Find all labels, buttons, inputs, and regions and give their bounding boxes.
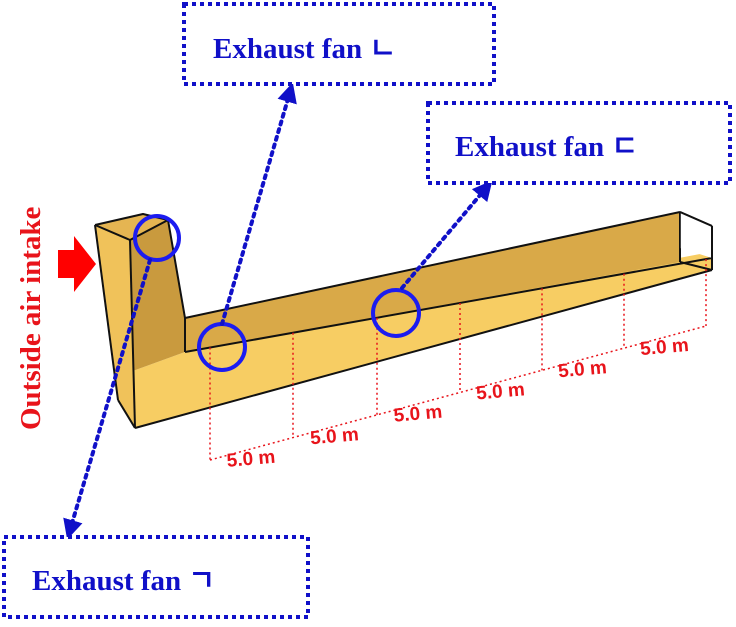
duct-front-face [130,254,712,428]
duct-structure [94,211,713,429]
leader-fan-bottom [63,258,152,540]
fan-marker-middle [371,288,421,338]
leader-fan-right [400,180,493,290]
duct-end-bottom-edge [679,261,713,271]
intake-arrow [58,236,96,292]
fan-label-top: Exhaust fan ㄴ [213,33,396,65]
fan-label-bottom-box: Exhaust fan ㄱ [2,535,310,619]
segment-label: 5.0 m [639,335,689,360]
fan-label-right-box: Exhaust fan ㄷ [426,101,732,185]
fan-label-top-box: Exhaust fan ㄴ [182,2,496,86]
segment-label: 5.0 m [309,424,359,449]
duct-bottom-left-edge [117,399,136,429]
fan-label-right: Exhaust fan ㄷ [455,131,638,163]
intake-label: Outside air intake [15,206,47,430]
segment-label: 5.0 m [557,357,607,382]
duct-top-back-edge [184,211,681,319]
segment-label: 5.0 m [475,379,525,404]
duct-bottom-edge [134,269,713,429]
riser-top [95,214,168,240]
dimension-baseline [209,325,707,461]
riser-front-edge [129,239,136,429]
fan-marker-riser [133,214,181,262]
duct-top-front-edge [184,257,713,353]
segment-label: 5.0 m [226,447,276,472]
dimension-lines: 5.0 m 5.0 m 5.0 m 5.0 m 5.0 m 5.0 m [209,259,707,472]
fan-label-bottom: Exhaust fan ㄱ [32,565,215,597]
riser-left-edge [94,224,119,401]
segment-label: 5.0 m [393,402,443,427]
leader-fan-top [220,82,297,326]
duct-back-wall [185,212,680,352]
riser-left-face [95,225,135,428]
